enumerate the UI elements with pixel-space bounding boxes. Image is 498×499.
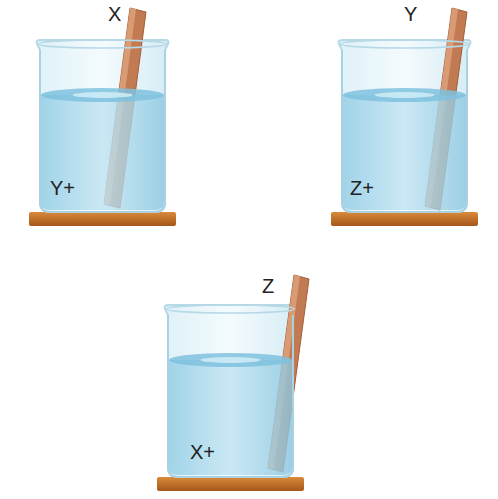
ion-label: X+ — [190, 442, 215, 462]
ion-label: Y+ — [50, 178, 75, 198]
metal-label: Y — [404, 4, 417, 24]
metal-label: Z — [262, 276, 274, 296]
metal-label: X — [108, 4, 121, 24]
ion-label: Z+ — [350, 178, 374, 198]
